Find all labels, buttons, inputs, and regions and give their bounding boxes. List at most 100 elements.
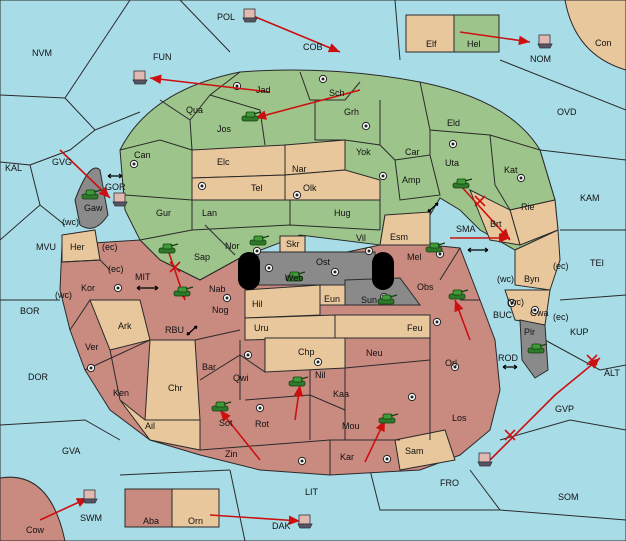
label-mit: MIT [135, 272, 151, 282]
label-som: SOM [558, 492, 579, 502]
label-wc4: (wc) [507, 297, 524, 307]
label-wc3: (wc) [497, 274, 514, 284]
label-cow: Cow [26, 525, 45, 535]
label-kat: Kat [504, 165, 518, 175]
label-brt: Brt [490, 219, 502, 229]
label-chp: Chp [298, 347, 315, 357]
territory-orn[interactable] [171, 488, 220, 528]
label-ken: Ken [113, 388, 129, 398]
label-ost: Ost [316, 257, 331, 267]
label-gvg: GVG [52, 157, 72, 167]
center-tunnel-left [238, 252, 260, 290]
label-elf: Elf [426, 39, 437, 49]
label-hil: Hil [252, 299, 263, 309]
label-gvp: GVP [555, 404, 574, 414]
label-nvm: NVM [32, 48, 52, 58]
label-nog: Nog [212, 305, 229, 315]
label-con: Con [595, 38, 612, 48]
label-ail: Ail [145, 421, 155, 431]
label-eun: Eun [324, 294, 340, 304]
label-byn: Byn [524, 274, 540, 284]
label-sam: Sam [405, 446, 424, 456]
territory-chr[interactable] [144, 339, 201, 421]
label-bar: Bar [202, 362, 216, 372]
label-cob: COB [303, 42, 323, 52]
label-swm: SWM [80, 513, 102, 523]
label-qua: Qua [186, 105, 203, 115]
territory-tel[interactable] [191, 174, 286, 201]
label-aba: Aba [143, 516, 159, 526]
label-pir: Pir [524, 327, 535, 337]
label-ec4: (ec) [553, 312, 569, 322]
label-eld: Eld [447, 118, 460, 128]
label-uru: Uru [254, 323, 269, 333]
label-gwa: Gwa [530, 308, 549, 318]
label-wc1: (wc) [62, 217, 79, 227]
label-elc: Elc [217, 157, 230, 167]
label-gor: GOR [105, 182, 126, 192]
label-obs: Obs [417, 282, 434, 292]
label-rod: ROD [498, 353, 519, 363]
label-kor: Kor [81, 283, 95, 293]
label-orl: Orl [445, 358, 457, 368]
label-hel: Hel [467, 39, 481, 49]
label-web: Web [285, 273, 303, 283]
label-tel: Tel [251, 183, 263, 193]
label-mou: Mou [342, 421, 360, 431]
double-arrow-icons [107, 173, 518, 370]
label-vil: Vil [356, 233, 366, 243]
label-sun: Sun [361, 295, 377, 305]
label-mel: Mel [407, 252, 422, 262]
label-esm: Esm [390, 232, 408, 242]
label-ver: Ver [85, 342, 99, 352]
label-jad: Jad [256, 85, 271, 95]
label-nab: Nab [209, 284, 226, 294]
label-chr: Chr [168, 383, 183, 393]
label-fun: FUN [153, 52, 172, 62]
label-can: Can [134, 150, 151, 160]
label-sot: Sot [219, 418, 233, 428]
territory-ail[interactable] [119, 399, 201, 451]
label-zin: Zin [225, 449, 238, 459]
label-uta: Uta [445, 158, 459, 168]
label-los: Los [452, 413, 467, 423]
territory-elc[interactable] [191, 144, 286, 179]
label-wc2: (wc) [55, 290, 72, 300]
label-kup: KUP [570, 327, 589, 337]
territory-labels: POL COB NVM FUN NOM Con Elf Hel OVD KAL … [5, 12, 620, 535]
label-grh: Grh [344, 107, 359, 117]
territory-sam[interactable] [394, 429, 456, 471]
label-amp: Amp [402, 175, 421, 185]
territory-byn[interactable] [514, 229, 561, 291]
label-olk: Olk [303, 183, 317, 193]
label-neu: Neu [366, 348, 383, 358]
label-feu: Feu [407, 323, 423, 333]
order-arrows [39, 15, 601, 526]
label-orn: Orn [188, 516, 203, 526]
label-gur: Gur [156, 208, 171, 218]
label-her: Her [70, 242, 85, 252]
label-tei: TEI [590, 258, 604, 268]
label-dak: DAK [272, 521, 291, 531]
label-kar: Kar [340, 452, 354, 462]
label-gva: GVA [62, 446, 80, 456]
label-mvu: MVU [36, 242, 56, 252]
label-yok: Yok [356, 147, 371, 157]
territory-hel[interactable] [453, 14, 500, 53]
label-bor: BOR [20, 306, 40, 316]
label-nil: Nil [315, 370, 326, 380]
label-pol: POL [217, 12, 235, 22]
south-boundaries [61, 247, 480, 475]
label-rbu: RBU [165, 325, 184, 335]
label-qwi: Qwi [233, 373, 249, 383]
label-sch: Sch [329, 88, 345, 98]
label-rot: Rot [255, 419, 270, 429]
label-rie: Rie [521, 202, 535, 212]
label-car: Car [405, 147, 420, 157]
label-ark: Ark [118, 321, 132, 331]
territory-amp[interactable] [394, 154, 441, 201]
label-nor: Nor [225, 241, 240, 251]
label-jos: Jos [217, 124, 232, 134]
